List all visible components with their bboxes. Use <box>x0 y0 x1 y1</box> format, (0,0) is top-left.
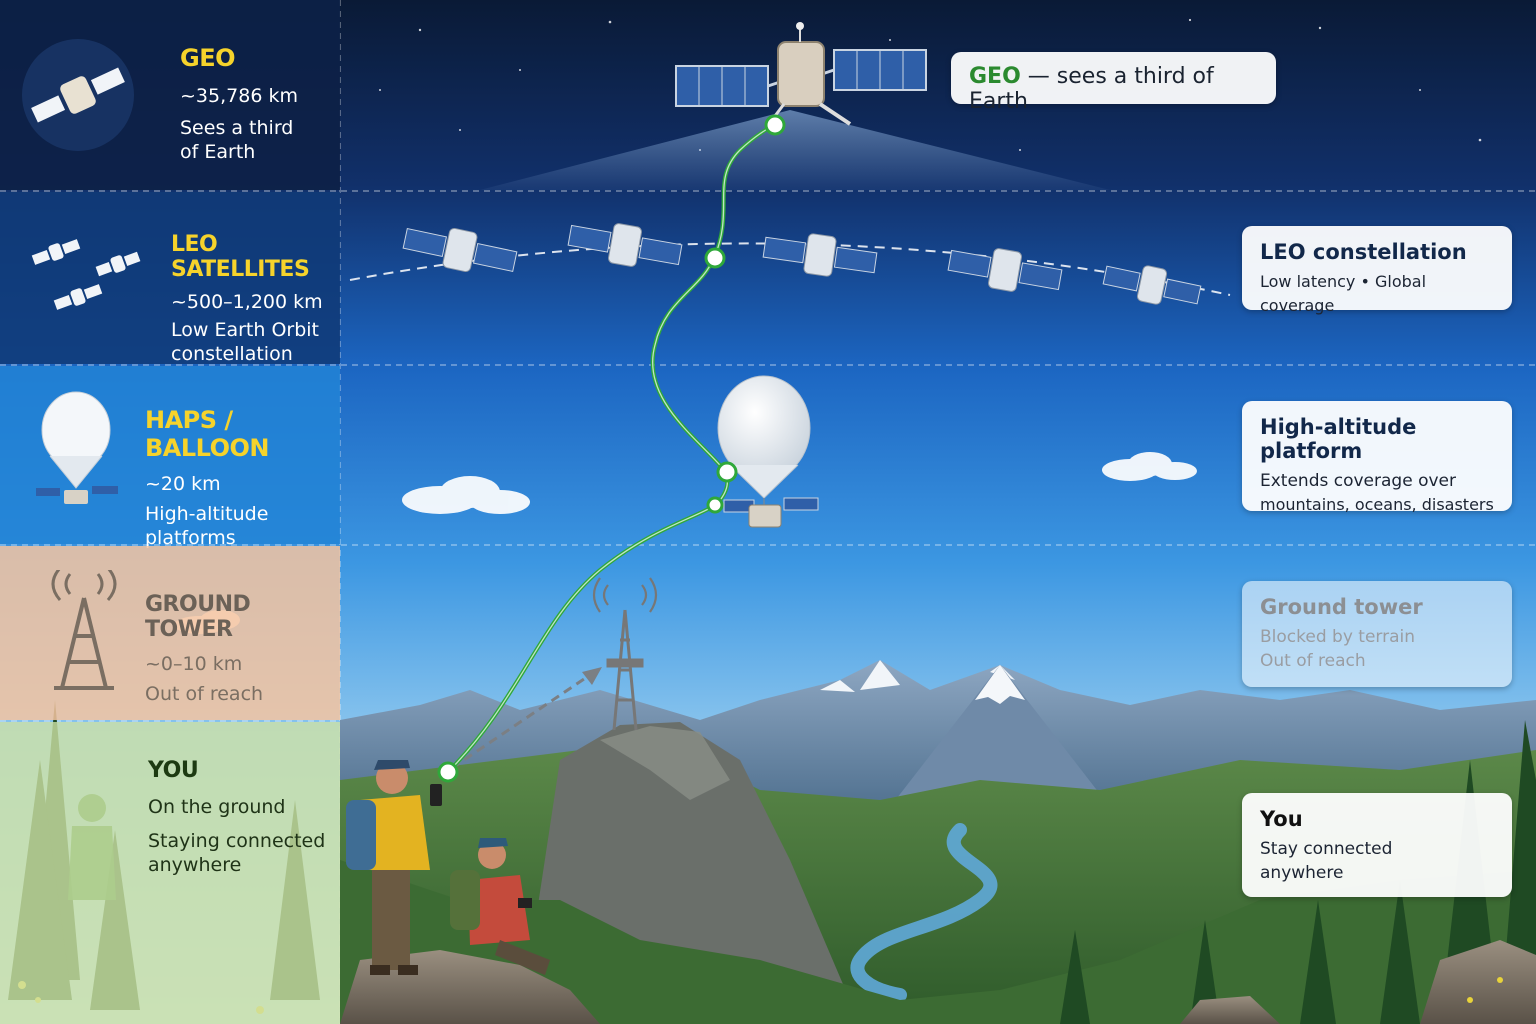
callout-you-title: You <box>1260 807 1303 831</box>
signal-nodes <box>437 114 786 783</box>
panel-you: YOU On the ground Staying connected anyw… <box>0 722 340 1024</box>
callout-you-desc1: Stay connected <box>1260 839 1393 859</box>
panel-haps-title: HAPS / BALLOON <box>145 406 270 462</box>
callout-geo-text: GEO — sees a third of Earth <box>969 64 1258 114</box>
panel-leo: LEO SATELLITES ~500–1,200 km Low Earth O… <box>0 192 340 365</box>
panel-geo-title: GEO <box>180 44 235 72</box>
callout-you-desc2: anywhere <box>1260 863 1344 883</box>
geo-satellite <box>675 22 927 126</box>
panel-geo-altitude: ~35,786 km <box>180 85 298 107</box>
panel-leo-desc2: constellation <box>171 343 293 365</box>
ground-tower <box>592 577 658 731</box>
blocked-signal-arrow <box>451 667 602 770</box>
callout-tower-title: Ground tower <box>1260 595 1423 619</box>
panel-you-desc3: anywhere <box>148 854 242 876</box>
callout-leo-desc: Low latency • Global coverage <box>1260 272 1427 315</box>
geo-satellite-icon <box>18 35 138 155</box>
panel-you-title: YOU <box>148 758 199 783</box>
stars <box>379 18 1482 151</box>
callout-leo-title: LEO constellation <box>1260 240 1467 264</box>
panel-tower-desc: Out of reach <box>145 683 264 705</box>
haps-balloon <box>717 375 819 528</box>
geo-coverage-beam <box>480 110 1110 190</box>
callout-geo-strong: GEO <box>969 64 1021 89</box>
panel-tower-title: GROUND TOWER <box>145 592 251 642</box>
panel-geo-desc1: Sees a third <box>180 117 294 139</box>
panel-haps-desc1: High-altitude <box>145 503 269 525</box>
callout-haps: High-altitude platform Extends coverage … <box>1242 401 1512 514</box>
panel-haps-altitude: ~20 km <box>145 473 221 495</box>
callout-you: You Stay connected anywhere <box>1242 793 1512 897</box>
panel-you-desc2: Staying connected <box>148 830 326 852</box>
callout-geo: GEO — sees a third of Earth <box>951 52 1276 114</box>
panel-leo-altitude: ~500–1,200 km <box>171 291 323 313</box>
foreground-hill <box>340 860 1536 1024</box>
panel-geo: GEO ~35,786 km Sees a third of Earth <box>0 0 340 190</box>
callout-tower-desc1: Blocked by terrain <box>1260 627 1416 647</box>
hiker-sitting <box>450 838 550 975</box>
panel-leo-title: LEO SATELLITES <box>171 232 310 282</box>
panel-geo-desc2: of Earth <box>180 141 256 163</box>
hiker-standing <box>346 760 442 975</box>
balloon-icon <box>30 388 150 508</box>
callout-tower-desc2: Out of reach <box>1260 651 1366 671</box>
callout-haps-desc2: mountains, oceans, disasters <box>1260 495 1494 514</box>
callout-haps-title: High-altitude platform <box>1260 415 1417 463</box>
river <box>850 823 998 1002</box>
panel-haps-desc2: platforms <box>145 527 236 549</box>
tower-icon <box>40 567 160 690</box>
panel-leo-desc1: Low Earth Orbit <box>171 319 320 341</box>
panel-haps: HAPS / BALLOON ~20 km High-altitude plat… <box>0 366 340 549</box>
leo-satellites-icon <box>18 222 141 342</box>
panel-tower-altitude: ~0–10 km <box>145 653 243 675</box>
callout-geo-rest: — sees a third of Earth <box>969 64 1214 114</box>
callout-haps-desc1: Extends coverage over <box>1260 471 1456 491</box>
panel-you-desc1: On the ground <box>148 796 286 818</box>
panel-tower: GROUND TOWER ~0–10 km Out of reach <box>0 546 340 720</box>
leo-satellites <box>402 223 1202 305</box>
callout-leo: LEO constellation Low latency • Global c… <box>1242 226 1512 315</box>
callout-tower: Ground tower Blocked by terrain Out of r… <box>1242 581 1512 687</box>
